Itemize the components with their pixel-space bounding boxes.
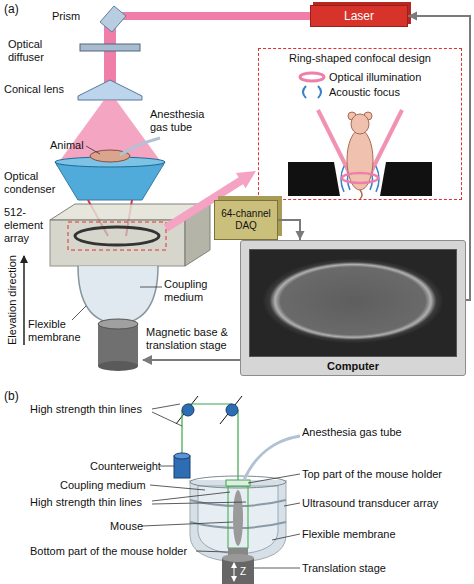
mouse-body	[347, 130, 373, 190]
coupling-medium	[198, 486, 278, 554]
mouse-tail	[360, 190, 362, 199]
part-label: Flexible membrane	[302, 528, 470, 541]
leader-line	[86, 146, 100, 154]
transducer-array	[190, 480, 286, 562]
node-text: Acoustic focus	[329, 86, 400, 99]
z-arrow	[234, 563, 235, 581]
transducer-block	[380, 162, 432, 196]
pulley	[182, 404, 194, 416]
part-label: Animal	[50, 139, 95, 152]
computer-monitor: Computer	[240, 240, 466, 376]
part-label: Mouse	[110, 520, 160, 533]
focus-box	[68, 222, 166, 250]
part-label: Elevation direction	[6, 255, 19, 345]
pulley-mount	[176, 396, 242, 424]
node-text: Computer	[241, 360, 465, 373]
laser-box: Laser	[310, 5, 408, 27]
acoustic-symbol	[303, 86, 321, 98]
part-label: High strength thin lines	[30, 496, 160, 509]
part-label: Magnetic base & translation stage	[146, 326, 236, 352]
inset-panel: Ring-shaped confocal designOptical illum…	[258, 48, 462, 200]
control-arrow	[143, 359, 240, 361]
mouse-head	[351, 114, 369, 134]
part-label: Anesthesia gas tube	[150, 108, 222, 134]
light-cone	[56, 100, 164, 166]
zoom-arrow-head	[236, 171, 256, 188]
translation-stage	[222, 554, 254, 562]
holder-top	[226, 480, 250, 486]
mouse	[233, 490, 243, 546]
daq-box: 64-channel DAQ	[214, 200, 278, 240]
prism	[100, 6, 126, 32]
laser-beam	[108, 12, 310, 20]
part-label: (b)	[4, 390, 34, 403]
gas-tube	[120, 138, 160, 155]
part-label: Conical lens	[4, 83, 78, 96]
leader-line	[72, 306, 86, 320]
arrow-head	[296, 231, 305, 240]
leader-line	[140, 287, 162, 288]
part-label: Flexible membrane	[28, 318, 86, 344]
part-label: Optical diffuser	[8, 38, 72, 64]
magnetic-base	[98, 319, 138, 329]
part-label: Coupling medium	[60, 479, 170, 492]
part-label: Anesthesia gas tube	[302, 426, 470, 439]
transducer-ring	[75, 227, 159, 245]
monitor-screen	[249, 249, 457, 357]
part-label: Counterweight	[90, 460, 170, 473]
part-label: Bottom part of the mouse holder	[30, 545, 205, 558]
mouse-holder	[228, 486, 248, 548]
part-label: (a)	[4, 3, 34, 16]
array-front	[50, 220, 185, 266]
conical-lens	[78, 80, 142, 100]
magnetic-base	[98, 324, 138, 366]
array-rim	[190, 476, 286, 488]
flexible-membrane	[78, 266, 158, 324]
optical-condenser	[55, 162, 165, 200]
part-label: 512-element array	[4, 206, 48, 245]
counterweight	[174, 453, 190, 459]
transducer-block	[288, 162, 340, 196]
leader-line	[142, 404, 300, 568]
part-label: High strength thin lines	[30, 403, 160, 416]
connector	[278, 220, 305, 240]
magnetic-base	[98, 361, 138, 371]
node-text: Optical illumination	[329, 71, 421, 84]
connector-line	[278, 220, 300, 240]
part-label: Coupling medium	[164, 278, 226, 304]
elevation-arrow	[23, 256, 25, 345]
gas-tube	[244, 436, 300, 480]
connector	[408, 12, 470, 301]
illumination-symbol	[300, 73, 324, 81]
node-text: Ring-shaped confocal design	[259, 52, 461, 65]
part-label: Prism	[52, 10, 97, 23]
part-label: Optical condenser	[4, 170, 60, 196]
part-label: Top part of the mouse holder	[302, 468, 470, 481]
connector-line	[408, 16, 470, 300]
pulley	[226, 404, 238, 416]
optical-diffuser	[80, 44, 140, 51]
node-text: Laser	[344, 10, 374, 23]
part-label: Ultrasound transducer array	[302, 497, 470, 510]
node-text: 64-channel DAQ	[215, 208, 277, 232]
part-label: Translation stage	[302, 562, 470, 575]
arrow-head	[408, 12, 417, 21]
illumination-ring	[342, 173, 378, 183]
part-label: Z	[240, 565, 250, 578]
